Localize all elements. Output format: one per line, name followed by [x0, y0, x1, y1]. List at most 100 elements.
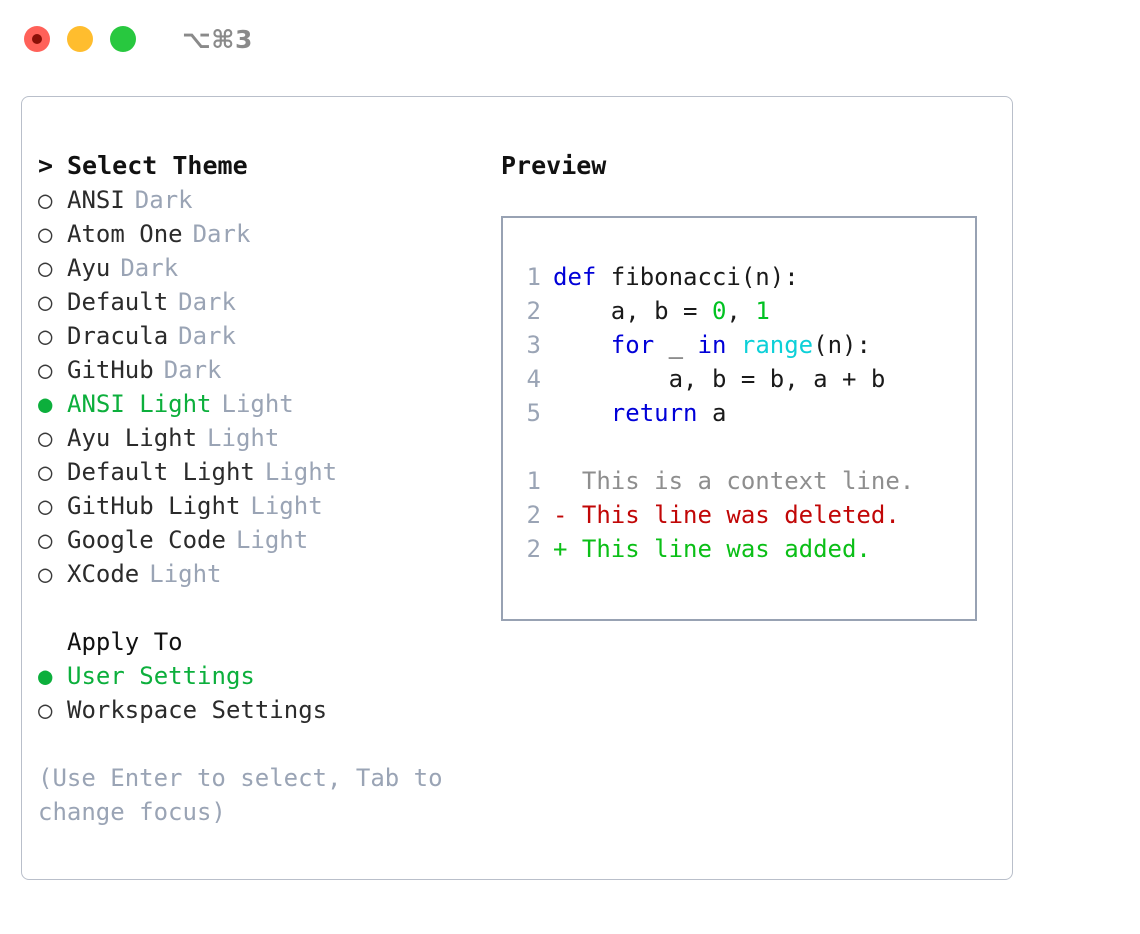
radio-selected-icon: ● [38, 390, 53, 418]
radio-selected-icon: ● [38, 662, 53, 690]
radio-unselected-icon: ○ [38, 288, 53, 316]
section-spacer [38, 591, 488, 625]
apply-to-option-user-settings[interactable]: ● User Settings [38, 659, 488, 693]
theme-option-label: ANSI Light [67, 390, 212, 418]
apply-to-header: Apply To [38, 625, 488, 659]
theme-option-label: Default Light [67, 458, 255, 486]
apply-to-indent-spacer [38, 625, 67, 659]
code-line: 3 for _ in range(n): [515, 328, 967, 362]
diff-line-number: 1 [526, 467, 541, 495]
theme-variant-badge: Light [207, 424, 280, 452]
page-title: Select Theme [67, 151, 248, 180]
theme-variant-badge: Light [235, 526, 309, 554]
code-token-kw: for [610, 331, 655, 359]
theme-option-default[interactable]: ○ Default Dark [38, 285, 488, 319]
code-token-pl: a, b = [553, 297, 712, 325]
keyboard-shortcut-label: ⌥⌘3 [182, 24, 253, 54]
theme-variant-badge: Dark [134, 186, 193, 214]
theme-variant-badge: Dark [120, 254, 179, 282]
minimize-button-icon[interactable] [67, 26, 93, 52]
diff-line-text: - This line was deleted. [553, 501, 900, 529]
code-token-fn: range [740, 331, 814, 359]
radio-unselected-icon: ○ [38, 424, 53, 452]
code-token-pl: fibonacci(n): [596, 263, 799, 291]
apply-to-option-label: User Settings [67, 662, 255, 690]
code-line-number: 2 [526, 297, 541, 325]
radio-unselected-icon: ○ [38, 492, 53, 520]
close-button-icon[interactable] [24, 26, 50, 52]
theme-option-label: GitHub Light [67, 492, 241, 520]
code-token-pl: , [726, 297, 756, 325]
code-token-pl [553, 399, 611, 427]
radio-unselected-icon: ○ [38, 322, 53, 350]
theme-option-label: ANSI [67, 186, 125, 214]
code-token-num: 0 [711, 297, 727, 325]
radio-unselected-icon: ○ [38, 526, 53, 554]
code-token-pl: a [697, 399, 727, 427]
theme-option-label: Atom One [67, 220, 183, 248]
code-token-pl [726, 331, 740, 359]
traffic-light-group [24, 26, 136, 52]
diff-line-number: 2 [526, 501, 541, 529]
theme-option-label: Default [67, 288, 169, 316]
radio-unselected-icon: ○ [38, 696, 53, 724]
theme-variant-badge: Light [264, 458, 338, 486]
hint-spacer [38, 727, 488, 761]
code-line: 2 a, b = 0, 1 [515, 294, 967, 328]
diff-gap-spacer [515, 430, 967, 464]
theme-variant-badge: Dark [178, 288, 236, 316]
theme-option-github-light[interactable]: ○ GitHub Light Light [38, 489, 488, 523]
zoom-button-icon[interactable] [110, 26, 136, 52]
apply-to-option-list: ● User Settings ○ Workspace Settings [38, 659, 488, 727]
select-theme-header: > Select Theme [38, 149, 488, 183]
diff-line-del: 2 - This line was deleted. [515, 498, 967, 532]
code-token-pl [553, 331, 611, 359]
code-token-kw: def [553, 263, 597, 291]
code-line-number: 3 [526, 331, 541, 359]
code-token-pl: (n): [813, 331, 871, 359]
code-line-number: 1 [526, 263, 541, 291]
title-bar: ⌥⌘3 [0, 0, 1140, 78]
radio-unselected-icon: ○ [38, 254, 53, 282]
keyboard-hint-text: (Use Enter to select, Tab to change focu… [38, 764, 458, 826]
code-line-text: def fibonacci(n): [553, 260, 799, 294]
code-token-pl: a, b = b, a + b [553, 365, 886, 393]
theme-variant-badge: Light [221, 390, 294, 418]
theme-option-ansi-light[interactable]: ● ANSI Light Light [38, 387, 488, 421]
code-line-number: 4 [526, 365, 541, 393]
theme-variant-badge: Dark [163, 356, 222, 384]
code-line-text: return a [553, 396, 727, 430]
code-line-number: 5 [526, 399, 541, 427]
diff-line-number: 2 [526, 535, 541, 563]
code-line-text: a, b = 0, 1 [553, 294, 770, 328]
diff-line-ctx: 1 This is a context line. [515, 464, 967, 498]
apply-to-option-workspace-settings[interactable]: ○ Workspace Settings [38, 693, 488, 727]
code-token-kw: in [697, 331, 727, 359]
code-line: 4 a, b = b, a + b [515, 362, 967, 396]
code-token-pl: _ [654, 331, 698, 359]
code-line: 5 return a [515, 396, 967, 430]
theme-variant-badge: Light [149, 560, 222, 588]
theme-variant-badge: Light [250, 492, 323, 520]
code-line-text: a, b = b, a + b [553, 362, 886, 396]
theme-option-label: Dracula [67, 322, 169, 350]
apply-to-option-label: Workspace Settings [67, 696, 328, 724]
diff-line-text: This is a context line. [553, 467, 915, 495]
code-token-kw: return [610, 399, 698, 427]
